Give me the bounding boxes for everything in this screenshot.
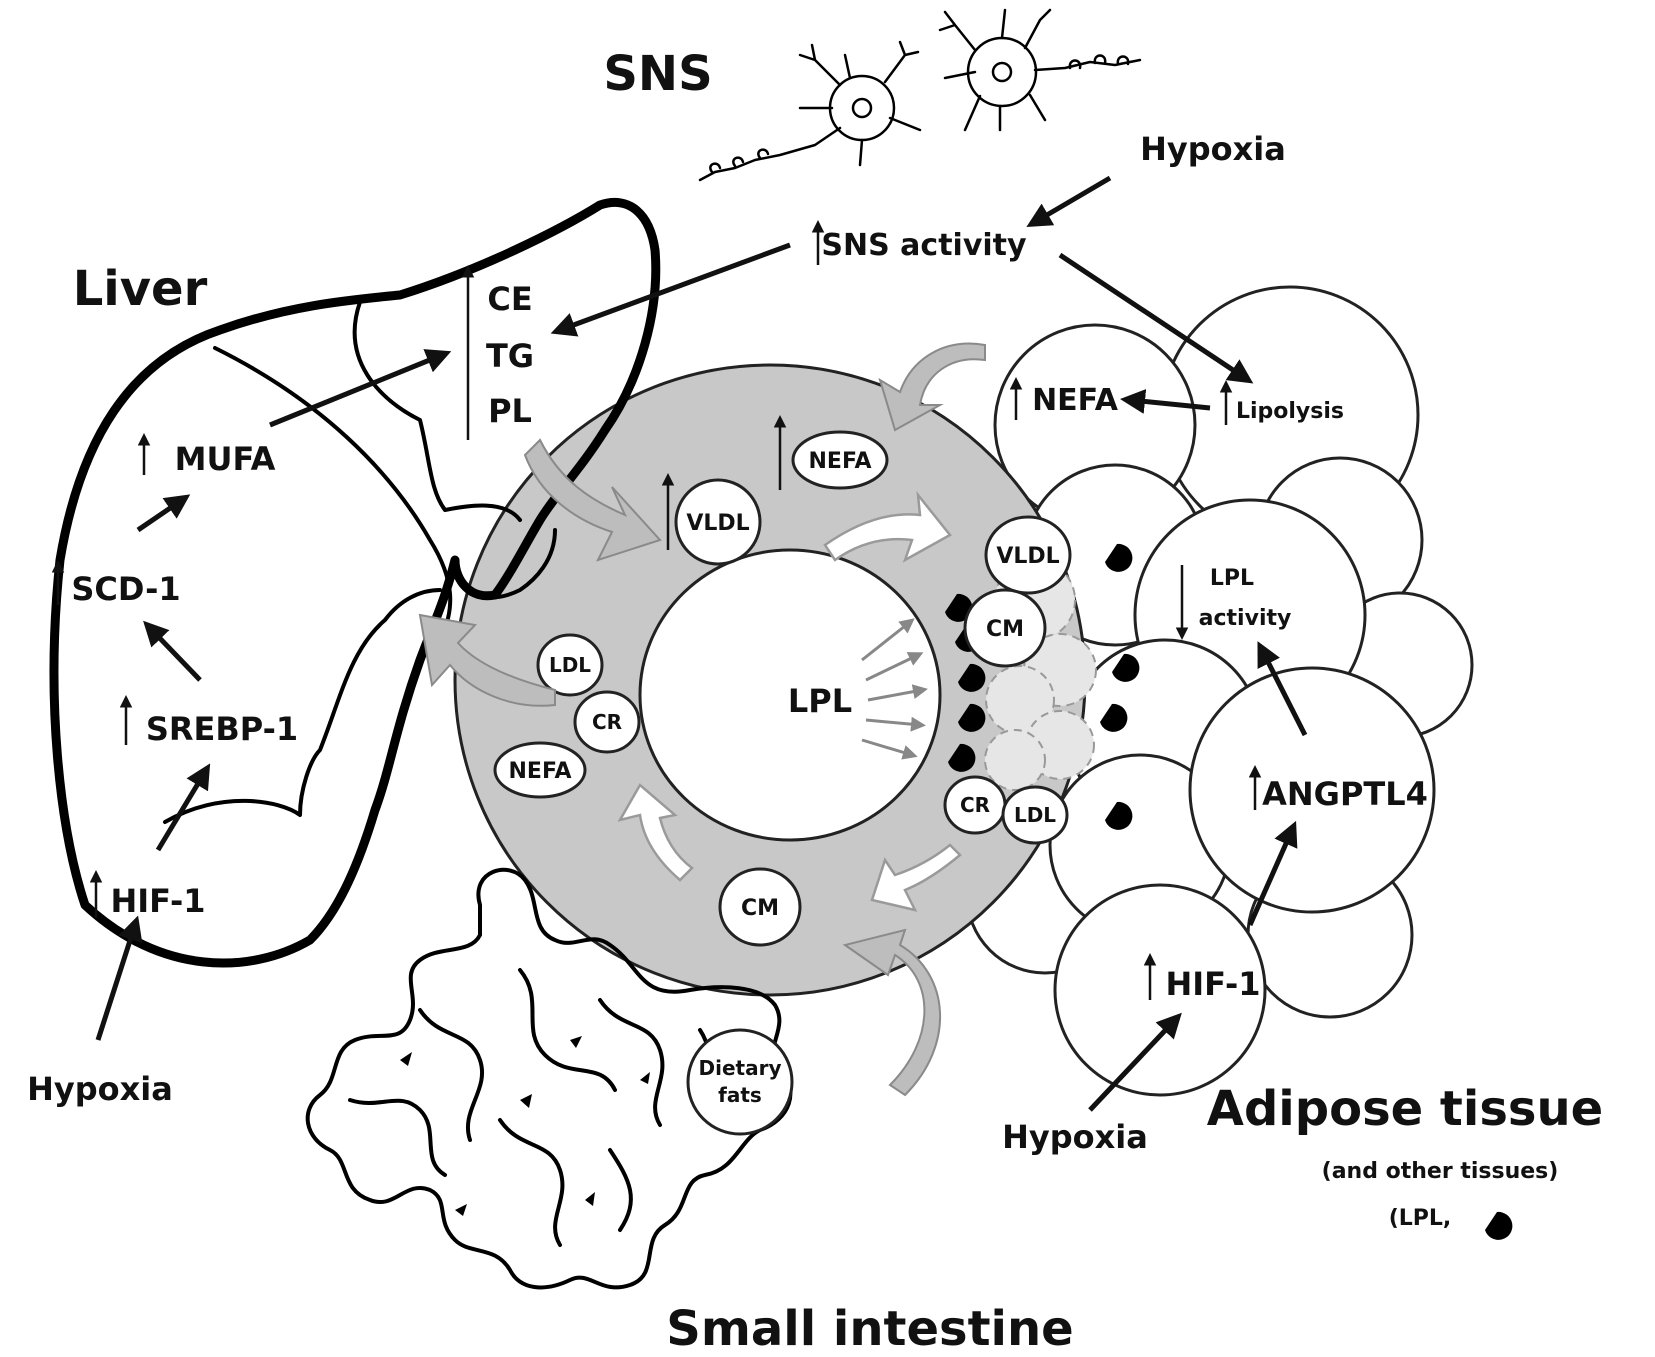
arrow-angptl4-to-lpl	[1257, 641, 1308, 737]
liver-title: Liver	[73, 261, 208, 317]
arrow-srebp1-to-scd1	[143, 620, 202, 682]
svg-text:CM: CM	[741, 896, 779, 921]
vldl-left-bubble: VLDL	[674, 478, 762, 566]
liver-lobe-line	[213, 346, 453, 642]
vldl-right-bubble: VLDL	[984, 515, 1072, 595]
lpl-activity-label-2: activity	[1199, 606, 1292, 631]
ldl-left-bubble: LDL	[536, 633, 604, 697]
legend-lpl-label: (LPL,	[1389, 1206, 1452, 1231]
sns-title: SNS	[603, 46, 712, 102]
adipocyte	[1188, 666, 1436, 914]
other-tissues-label: (and other tissues)	[1322, 1159, 1559, 1184]
lipolysis-label: Lipolysis	[1236, 399, 1344, 424]
adipocyte	[1053, 883, 1267, 1097]
circulation-arrow-bottom	[617, 783, 694, 882]
mufa-label: MUFA	[175, 440, 276, 478]
tg-label: TG	[486, 337, 534, 375]
hypoxia-adipose-label: Hypoxia	[1002, 1118, 1148, 1156]
intestine-outline	[305, 867, 793, 1290]
svg-text:VLDL: VLDL	[686, 511, 749, 536]
svg-text:NEFA: NEFA	[509, 759, 572, 784]
gray-arrow-blood-to-liver	[418, 613, 556, 707]
sns-activity-label: SNS activity	[821, 228, 1027, 263]
lpl-center-label: LPL	[788, 682, 852, 720]
circulation-arrow-right	[870, 843, 962, 912]
liver-vessel	[163, 588, 442, 824]
arrow-lipolysis-to-nefa	[1120, 389, 1211, 414]
cm-right-bubble: CM	[963, 588, 1047, 668]
pl-label: PL	[488, 392, 532, 430]
small-intestine: Dietary fats	[305, 867, 794, 1290]
angptl4-label: ANGPTL4	[1262, 775, 1428, 813]
gray-arrow-intestine-to-blood	[842, 928, 942, 1097]
arrow-mufa-to-ce	[269, 349, 452, 428]
arrow-sns-to-liver	[550, 242, 791, 337]
arrow-hif1-to-angptl4	[1247, 820, 1298, 927]
svg-text:NEFA: NEFA	[809, 449, 872, 474]
liver	[49, 197, 661, 968]
liver-bile-duct	[468, 528, 557, 600]
svg-text:CM: CM	[986, 617, 1024, 642]
arrow-hif1-to-srebp1	[155, 763, 211, 852]
srebp1-label: SREBP-1	[146, 710, 298, 748]
arrow-hypoxia-to-hif1-adipose	[1088, 1012, 1182, 1112]
svg-text:CR: CR	[960, 793, 990, 817]
gray-arrow-adipose-to-blood	[878, 342, 986, 432]
gray-arrow-liver-to-blood	[523, 438, 662, 562]
svg-text:LDL: LDL	[1014, 803, 1056, 827]
lpl-activity-label-1: LPL	[1210, 566, 1254, 591]
nefa-adipose-label: NEFA	[1032, 383, 1119, 418]
ce-label: CE	[487, 280, 532, 318]
arrow-hypoxia-to-hif1-liver	[95, 915, 143, 1041]
liver-outline	[49, 197, 661, 968]
cm-bottom-bubble: CM	[718, 867, 802, 947]
svg-text:Dietary: Dietary	[699, 1056, 782, 1080]
cr-right-bubble: CR	[943, 775, 1007, 835]
arrow-hypoxia-to-sns	[1026, 175, 1112, 228]
circulation-arrow-top	[823, 490, 952, 563]
hypoxia-top-label: Hypoxia	[1140, 130, 1286, 168]
svg-text:fats: fats	[718, 1083, 762, 1107]
neurons-icon	[698, 8, 1142, 182]
nefa-top-bubble: NEFA	[791, 430, 889, 490]
cr-left-bubble: CR	[573, 690, 641, 754]
lpl-action-arrows	[861, 618, 928, 760]
scd1-label: SCD-1	[71, 570, 180, 608]
dietary-fats-bubble: Dietary fats	[686, 1028, 794, 1136]
svg-text:VLDL: VLDL	[996, 544, 1059, 569]
hif1-liver-label: HIF-1	[110, 882, 205, 920]
hif1-adipose-label: HIF-1	[1165, 965, 1260, 1003]
capillary-lumen	[638, 548, 942, 842]
nefa-left-bubble: NEFA	[493, 741, 587, 799]
ldl-right-bubble: LDL	[1001, 785, 1069, 845]
arrow-scd1-to-mufa	[136, 494, 191, 533]
legend-lpl-anchor-icon	[1485, 1211, 1513, 1240]
liver-gallbladder	[352, 300, 522, 522]
adipose-tissue-title: Adipose tissue	[1207, 1081, 1603, 1137]
arrow-sns-to-lipolysis	[1058, 252, 1254, 384]
svg-text:LDL: LDL	[549, 653, 591, 677]
small-intestine-title: Small intestine	[666, 1301, 1073, 1357]
hypoxia-liver-label: Hypoxia	[27, 1070, 173, 1108]
svg-text:CR: CR	[592, 710, 622, 734]
